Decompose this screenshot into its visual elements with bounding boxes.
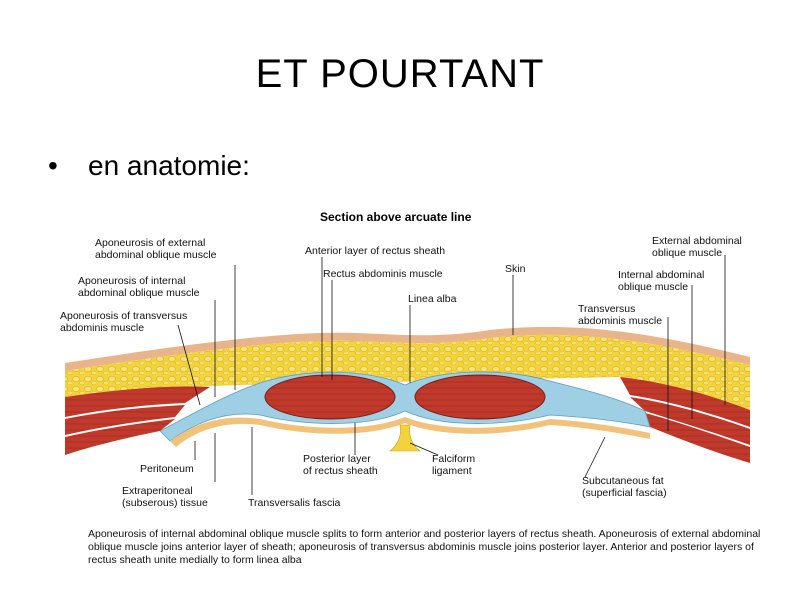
label-transversalis: Transversalis fascia [248,497,341,509]
right-external-oblique [620,377,750,427]
label-peritoneum: Peritoneum [140,463,194,475]
left-transversus [65,419,175,455]
bullet-dot-icon: • [48,150,58,181]
rectus-abdominis-right [414,374,546,420]
anatomy-figure: Section above arcuate line Aponeurosis o… [60,205,760,550]
label-internal-oblique: Internal abdominal oblique muscle [618,269,705,293]
label-falciform: Falciform ligament [432,453,476,477]
label-external-oblique: External abdominal oblique muscle [652,235,742,259]
label-anterior-layer: Anterior layer of rectus sheath [305,245,446,257]
left-external-oblique [65,386,210,417]
label-linea-alba: Linea alba [408,293,457,305]
right-transversus [645,413,750,463]
figure-caption: Aponeurosis of internal abdominal obliqu… [88,528,761,566]
skin-layer [65,326,750,371]
subcutaneous-fat [65,334,750,410]
label-rectus-abdominis: Rectus abdominis muscle [323,268,443,280]
peritoneum-layer [170,417,650,447]
label-extraperitoneal: Extraperitoneal (subserous) tissue [122,485,208,509]
left-internal-oblique [65,405,185,435]
slide-title: ET POURTANT [255,52,545,96]
section-title: Section above arcuate line [320,210,472,224]
label-apo-transversus: Aponeurosis of transversus abdominis mus… [60,310,188,334]
rectus-abdominis-left [264,374,396,420]
abdominal-wall-illustration [65,255,750,495]
label-skin: Skin [505,263,526,275]
bullet-text: en anatomie: [88,150,250,181]
label-apo-external: Aponeurosis of external abdominal obliqu… [95,237,217,261]
label-transversus: Transversus abdominis muscle [578,303,663,327]
label-posterior-layer: Posterior layer of rectus sheath [303,453,378,477]
right-internal-oblique [630,397,750,445]
label-subcutaneous-fat: Subcutaneous fat (superficial fascia) [582,475,667,499]
falciform-ligament [389,424,421,452]
label-apo-internal: Aponeurosis of internal abdominal obliqu… [78,275,200,299]
